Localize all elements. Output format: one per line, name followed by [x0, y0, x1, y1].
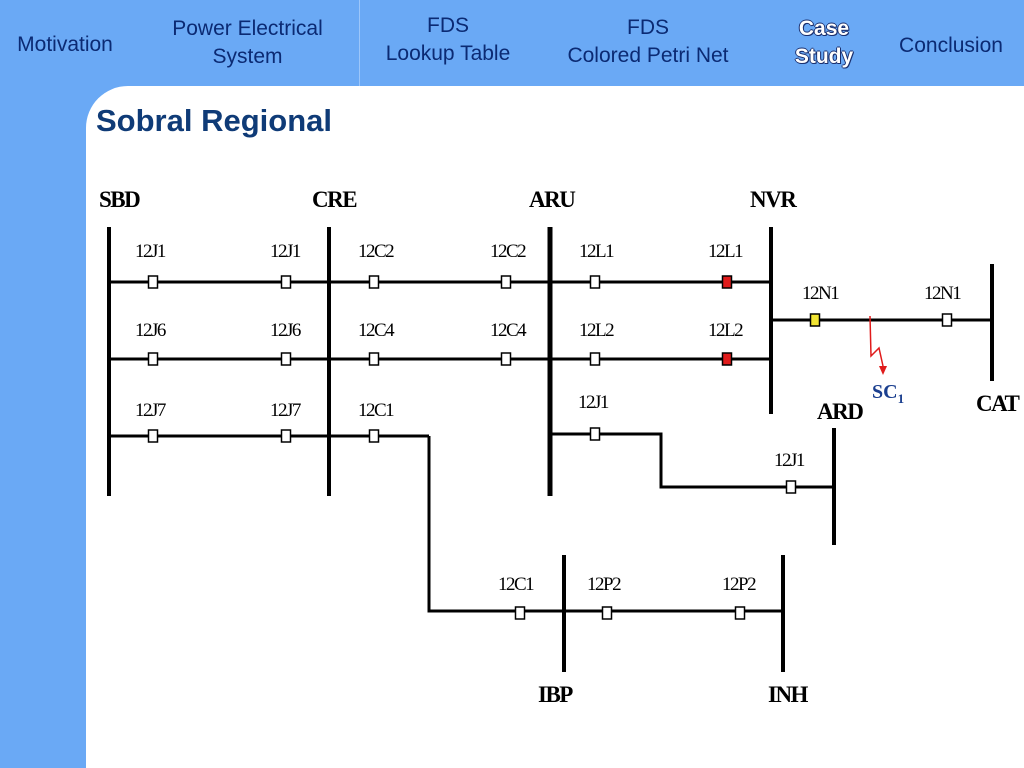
breaker-12p2-closed [734, 606, 746, 620]
breaker-12c2-closed [500, 275, 512, 289]
breaker-label: 12J6 [270, 320, 301, 341]
bus-label-aru: ARU [529, 187, 576, 212]
breaker-label: 12J1 [774, 450, 805, 471]
breaker-label: 12J1 [270, 241, 301, 262]
content-panel [86, 86, 1024, 768]
breaker-label: 12C1 [498, 574, 534, 595]
breaker-labels: 12J1 12J1 12C2 12C2 12L1 12L1 12J6 12J6 … [135, 241, 963, 595]
breakers [147, 275, 953, 620]
breaker-label: 12J7 [270, 400, 301, 421]
breaker-12j1-closed [280, 275, 292, 289]
fault-arrowhead [879, 366, 887, 375]
breaker-12j6-closed [147, 352, 159, 366]
nav-fds-colored-petri-net[interactable]: FDS Colored Petri Net [567, 16, 729, 67]
fault-arrow [869, 315, 884, 367]
breaker-12j1-closed [785, 480, 797, 494]
breaker-label: 12P2 [587, 574, 621, 595]
breaker-label: 12N1 [924, 283, 961, 304]
breaker-12j1-closed [589, 427, 601, 441]
breaker-12c1-closed [368, 429, 380, 443]
bus-label-inh: INH [768, 682, 809, 707]
breaker-12p2-closed [601, 606, 613, 620]
breaker-label: 12L1 [579, 241, 614, 262]
line-cre-ibp-inh [427, 436, 783, 613]
breaker-label: 12C2 [358, 241, 394, 262]
breaker-label: 12P2 [722, 574, 756, 595]
breaker-12l2-tripped [721, 352, 733, 366]
breaker-label: 12J7 [135, 400, 166, 421]
nav-conclusion[interactable]: Conclusion [899, 34, 1003, 57]
nav-separator [359, 0, 360, 86]
breaker-12c2-closed [368, 275, 380, 289]
breaker-label: 12C4 [490, 320, 527, 341]
fault-label: SC1 [872, 381, 904, 406]
breaker-12j1-closed [147, 275, 159, 289]
nav-motivation[interactable]: Motivation [17, 33, 113, 56]
breaker-12j6-closed [280, 352, 292, 366]
breaker-12j7-closed [147, 429, 159, 443]
nav-power-electrical-system[interactable]: Power Electrical System [172, 17, 323, 68]
breaker-12j7-closed [280, 429, 292, 443]
breaker-label: 12L2 [579, 320, 614, 341]
nav-fds-lookup-table[interactable]: FDS Lookup Table [385, 14, 511, 65]
top-navigation: Motivation Power Electrical System FDS L… [0, 0, 1024, 86]
breaker-label: 12J1 [578, 392, 609, 413]
bus-label-cre: CRE [312, 187, 357, 212]
breaker-label: 12C1 [358, 400, 394, 421]
breaker-12c4-closed [500, 352, 512, 366]
bus-label-ard: ARD [817, 399, 863, 424]
line-aru-ard [550, 432, 834, 489]
nav-case-study[interactable]: Case Study [794, 17, 854, 68]
wiring [107, 227, 994, 672]
page-title: Sobral Regional [96, 103, 332, 138]
fault-indicator: SC1 [869, 315, 904, 406]
bus-label-cat: CAT [976, 391, 1020, 416]
breaker-label: 12J1 [135, 241, 166, 262]
breaker-label: 12L2 [708, 320, 743, 341]
breaker-label: 12J6 [135, 320, 166, 341]
breaker-12n1-closed [941, 313, 953, 327]
bus-label-sbd: SBD [99, 187, 140, 212]
breaker-label: 12C2 [490, 241, 526, 262]
breaker-label: 12L1 [708, 241, 743, 262]
bus-label-nvr: NVR [750, 187, 797, 212]
breaker-label: 12N1 [802, 283, 839, 304]
bus-labels: SBD CRE ARU NVR CAT ARD IBP INH [99, 187, 1021, 707]
breaker-label: 12C4 [358, 320, 395, 341]
breaker-12l2-closed [589, 352, 601, 366]
breaker-12l1-closed [589, 275, 601, 289]
breaker-12c4-closed [368, 352, 380, 366]
breaker-12n1-alarm [809, 313, 821, 327]
bus-label-ibp: IBP [538, 682, 573, 707]
breaker-12c1-closed [514, 606, 526, 620]
breaker-12l1-tripped [721, 275, 733, 289]
